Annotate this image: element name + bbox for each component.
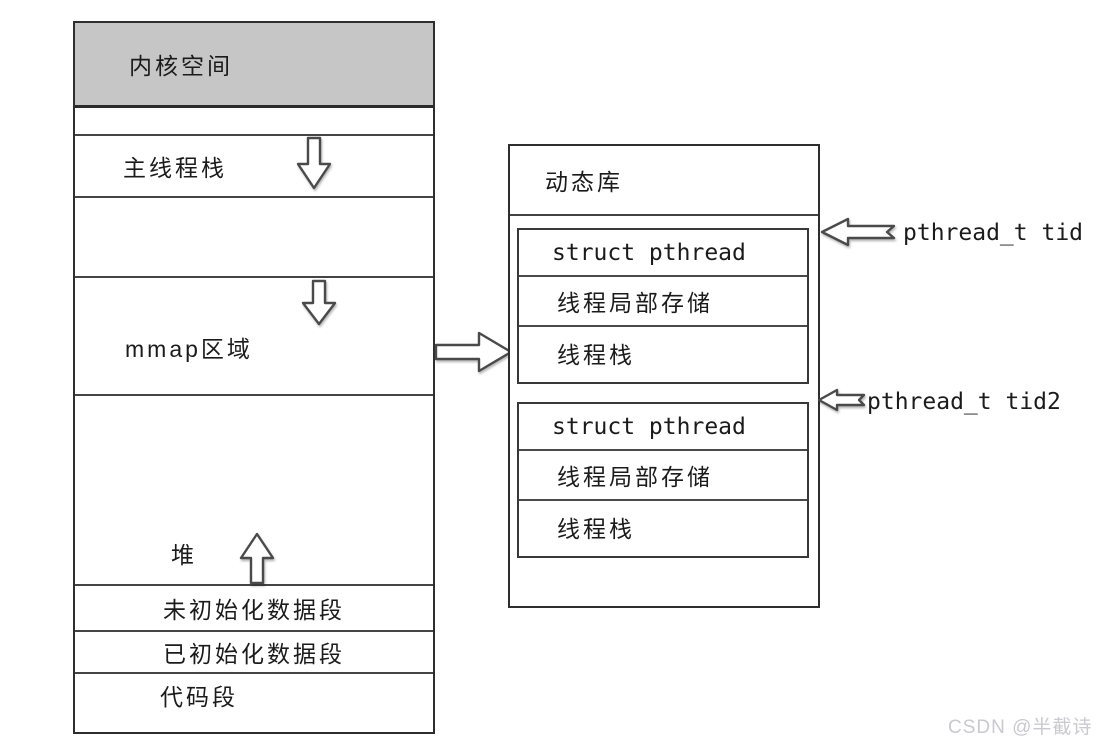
kernel-space-label: 内核空间 xyxy=(129,53,233,79)
bss-segment-section: 未初始化数据段 xyxy=(75,586,433,632)
data-segment-label: 已初始化数据段 xyxy=(163,641,345,667)
down-arrow-icon xyxy=(295,136,333,192)
thread-stack-label: 线程栈 xyxy=(557,515,635,542)
thread-block-2: struct pthread 线程局部存储 线程栈 xyxy=(517,402,809,558)
heap-section: 堆 xyxy=(75,396,433,586)
dynamic-library-header: 动态库 xyxy=(510,146,818,216)
kernel-space-section: 内核空间 xyxy=(75,23,433,108)
right-arrow-icon xyxy=(434,328,514,376)
spacer-section xyxy=(75,198,433,278)
csdn-watermark: CSDN @半截诗 xyxy=(948,717,1093,738)
thread-stack-row: 线程栈 xyxy=(519,327,807,378)
struct-pthread-row: struct pthread xyxy=(519,230,807,277)
thread-local-storage-label: 线程局部存储 xyxy=(557,290,713,316)
up-arrow-icon xyxy=(238,531,276,585)
dynamic-library-box: 动态库 struct pthread 线程局部存储 线程栈 struct pth… xyxy=(508,144,820,608)
mmap-area-section: mmap区域 xyxy=(75,278,433,396)
struct-pthread-row: struct pthread xyxy=(519,404,807,451)
spacer-band xyxy=(75,108,433,136)
dynamic-library-label: 动态库 xyxy=(545,169,623,195)
left-arrow-icon xyxy=(817,387,867,414)
left-arrow-icon xyxy=(820,216,898,248)
down-arrow-icon xyxy=(300,279,338,327)
thread-block-1: struct pthread 线程局部存储 线程栈 xyxy=(517,228,809,384)
main-thread-stack-label: 主线程栈 xyxy=(123,155,227,181)
thread-local-storage-label: 线程局部存储 xyxy=(557,464,713,490)
struct-pthread-label: struct pthread xyxy=(552,413,746,440)
thread-stack-label: 线程栈 xyxy=(557,341,635,368)
heap-label: 堆 xyxy=(171,542,197,568)
code-segment-label: 代码段 xyxy=(160,683,238,710)
code-segment-section: 代码段 xyxy=(75,674,433,715)
pthread-tid-label: pthread_t tid xyxy=(903,220,1084,246)
pthread-tid2-label: pthread_t tid2 xyxy=(867,389,1061,415)
mmap-area-label: mmap区域 xyxy=(125,336,253,362)
data-segment-section: 已初始化数据段 xyxy=(75,632,433,674)
process-memory-box: 内核空间 主线程栈 mmap区域 堆 xyxy=(73,21,435,734)
main-thread-stack-section: 主线程栈 xyxy=(75,136,433,198)
struct-pthread-label: struct pthread xyxy=(552,239,746,266)
thread-stack-row: 线程栈 xyxy=(519,501,807,552)
thread-local-storage-row: 线程局部存储 xyxy=(519,451,807,501)
thread-local-storage-row: 线程局部存储 xyxy=(519,277,807,327)
bss-segment-label: 未初始化数据段 xyxy=(163,597,345,623)
